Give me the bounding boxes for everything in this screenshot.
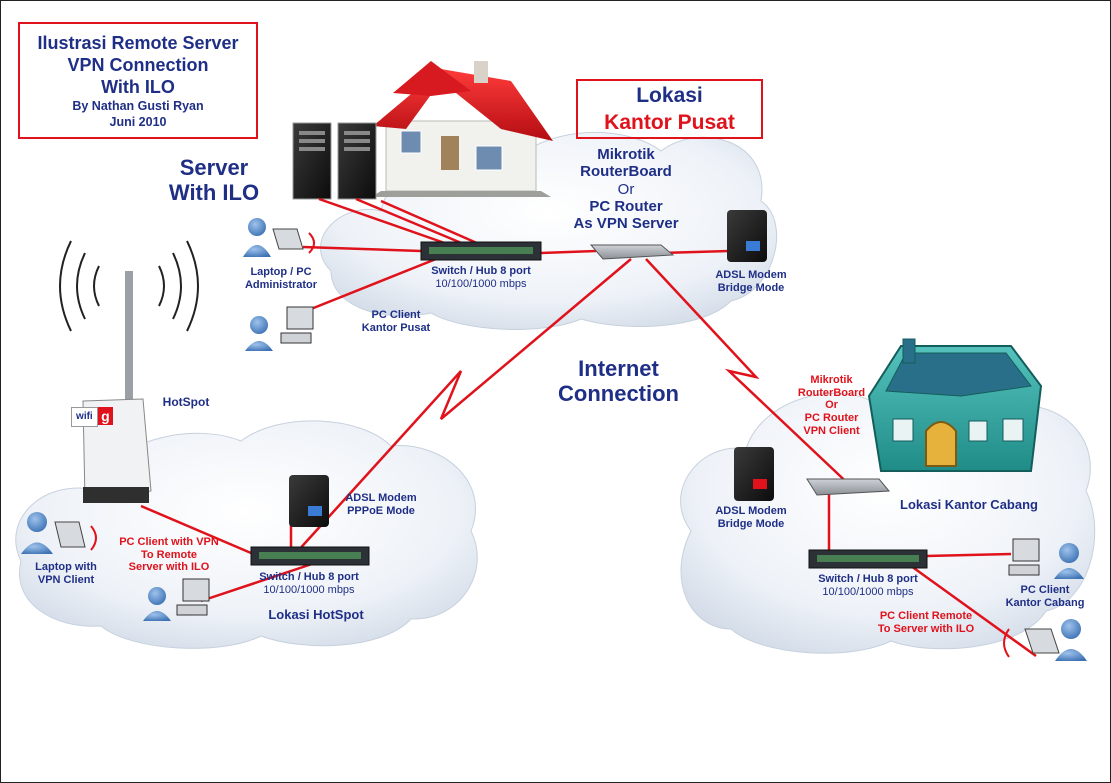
- pusat-router-line-4: PC Router: [589, 197, 663, 215]
- cabang-router-line-1: Mikrotik: [810, 374, 853, 386]
- pusat-client-label: PC Client Kantor Pusat: [346, 309, 446, 334]
- title-line-3: With ILO: [101, 77, 175, 97]
- pusat-laptop-line-2: Administrator: [244, 278, 318, 291]
- switch-icon: [250, 546, 370, 566]
- server-with-ilo-label: Server With ILO: [159, 155, 269, 206]
- cabang-router-line-4: PC Router: [804, 411, 859, 424]
- hotspot-modem-line-1: ADSL Modem: [345, 492, 417, 504]
- house-red-roof-icon: [371, 61, 553, 197]
- router-icon: [589, 244, 675, 260]
- hotspot-laptop-line-1: Laptop with: [35, 561, 97, 573]
- pusat-location-line-1: Lokasi: [636, 84, 703, 107]
- cabang-switch-label: Switch / Hub 8 port 10/100/1000 mbps: [803, 573, 933, 598]
- title-author: By Nathan Gusti Ryan: [72, 99, 204, 113]
- laptop-icon: [1003, 619, 1087, 661]
- cabang-router-line-3: Or: [825, 399, 838, 412]
- server-tower-icon: [292, 122, 377, 200]
- cabang-router-line-2: RouterBoard: [797, 386, 866, 399]
- pusat-location-line-2: Kantor Pusat: [604, 111, 735, 134]
- house-green-icon: [867, 338, 1043, 472]
- pc-user-icon: [143, 578, 210, 621]
- pusat-router-line-5: As VPN Server: [573, 215, 679, 232]
- pusat-router-line-1: Mikrotik: [597, 146, 655, 163]
- adsl-modem-icon: [734, 447, 774, 501]
- pusat-laptop-line-1: Laptop / PC: [250, 266, 312, 278]
- cabang-remote-line-2: To Server with ILO: [877, 622, 975, 635]
- diagram-title-box: Ilustrasi Remote Server VPN Connection W…: [18, 22, 258, 139]
- cabang-modem-line-1: ADSL Modem: [715, 505, 787, 517]
- hotspot-vpn-line-2: To Remote: [140, 548, 198, 561]
- internet-line-2: Connection: [558, 381, 679, 407]
- hotspot-laptop-label: Laptop with VPN Client: [16, 561, 116, 586]
- cabang-modem-line-2: Bridge Mode: [717, 517, 785, 530]
- cabang-switch-line-1: Switch / Hub 8 port: [818, 573, 918, 585]
- hotspot-switch-line-2: 10/100/1000 mbps: [263, 583, 355, 596]
- adsl-modem-icon: [727, 210, 767, 262]
- cabang-switch-line-2: 10/100/1000 mbps: [822, 585, 914, 598]
- pusat-router-label: Mikrotik RouterBoard Or PC Router As VPN…: [561, 146, 691, 232]
- server-label-line-2: With ILO: [168, 180, 260, 206]
- pusat-switch-line-2: 10/100/1000 mbps: [435, 277, 527, 290]
- pusat-modem-label: ADSL Modem Bridge Mode: [701, 269, 801, 294]
- pc-user-icon: [245, 306, 314, 351]
- pusat-laptop-label: Laptop / PC Administrator: [231, 266, 331, 291]
- wifi-badge-icon: wifi g: [71, 407, 113, 427]
- title-date: Juni 2010: [109, 115, 167, 129]
- adsl-modem-icon: [289, 475, 329, 527]
- laptop-icon: [243, 218, 315, 257]
- pusat-modem-line-1: ADSL Modem: [715, 269, 787, 281]
- cabang-client-line-2: Kantor Cabang: [1005, 596, 1085, 609]
- pc-user-icon: [1008, 538, 1084, 579]
- antenna-icon: [59, 240, 199, 401]
- title-line-1: Ilustrasi Remote Server: [37, 33, 239, 53]
- cabang-modem-label: ADSL Modem Bridge Mode: [701, 505, 801, 530]
- pusat-switch-line-1: Switch / Hub 8 port: [431, 265, 531, 277]
- hotspot-location-label: Lokasi HotSpot: [268, 607, 364, 622]
- hotspot-ap-label: HotSpot: [162, 395, 210, 409]
- switch-icon: [808, 549, 928, 569]
- title-line-2: VPN Connection: [67, 55, 209, 75]
- hotspot-modem-line-2: PPPoE Mode: [347, 504, 415, 517]
- cabang-router-label: Mikrotik RouterBoard Or PC Router VPN Cl…: [789, 374, 874, 437]
- internet-line-1: Internet: [578, 356, 659, 381]
- router-icon: [806, 478, 891, 496]
- pusat-modem-line-2: Bridge Mode: [717, 281, 785, 294]
- switch-icon: [420, 241, 542, 261]
- pusat-router-line-2: RouterBoard: [580, 163, 672, 181]
- network-links: [140, 197, 1037, 658]
- pusat-client-line-1: PC Client: [371, 309, 421, 321]
- wifi-badge-letter: g: [97, 407, 113, 425]
- laptop-icon: [21, 512, 97, 554]
- hotspot-vpn-client-label: PC Client with VPN To Remote Server with…: [109, 536, 229, 574]
- cabang-client-label: PC Client Kantor Cabang: [995, 584, 1095, 609]
- wifi-badge-text: wifi: [71, 407, 98, 427]
- cabang-client-line-1: PC Client: [1020, 584, 1070, 596]
- location-kantor-pusat-box: Lokasi Kantor Pusat: [576, 79, 763, 139]
- hotspot-laptop-line-2: VPN Client: [37, 573, 95, 586]
- hotspot-modem-label: ADSL Modem PPPoE Mode: [331, 492, 431, 517]
- cabang-remote-label: PC Client Remote To Server with ILO: [861, 610, 991, 635]
- cabang-remote-line-1: PC Client Remote: [879, 610, 973, 622]
- cabang-location-label: Lokasi Kantor Cabang: [900, 497, 1038, 512]
- hotspot-switch-label: Switch / Hub 8 port 10/100/1000 mbps: [244, 571, 374, 596]
- pusat-switch-label: Switch / Hub 8 port 10/100/1000 mbps: [416, 265, 546, 290]
- hotspot-vpn-line-1: PC Client with VPN: [119, 536, 219, 548]
- server-label-line-1: Server: [179, 155, 249, 180]
- pusat-router-line-3: Or: [617, 180, 635, 198]
- cabang-router-line-5: VPN Client: [803, 424, 860, 437]
- internet-connection-label: Internet Connection: [541, 356, 696, 407]
- hotspot-vpn-line-3: Server with ILO: [128, 561, 210, 574]
- hotspot-switch-line-1: Switch / Hub 8 port: [259, 571, 359, 583]
- pusat-client-line-2: Kantor Pusat: [361, 321, 431, 334]
